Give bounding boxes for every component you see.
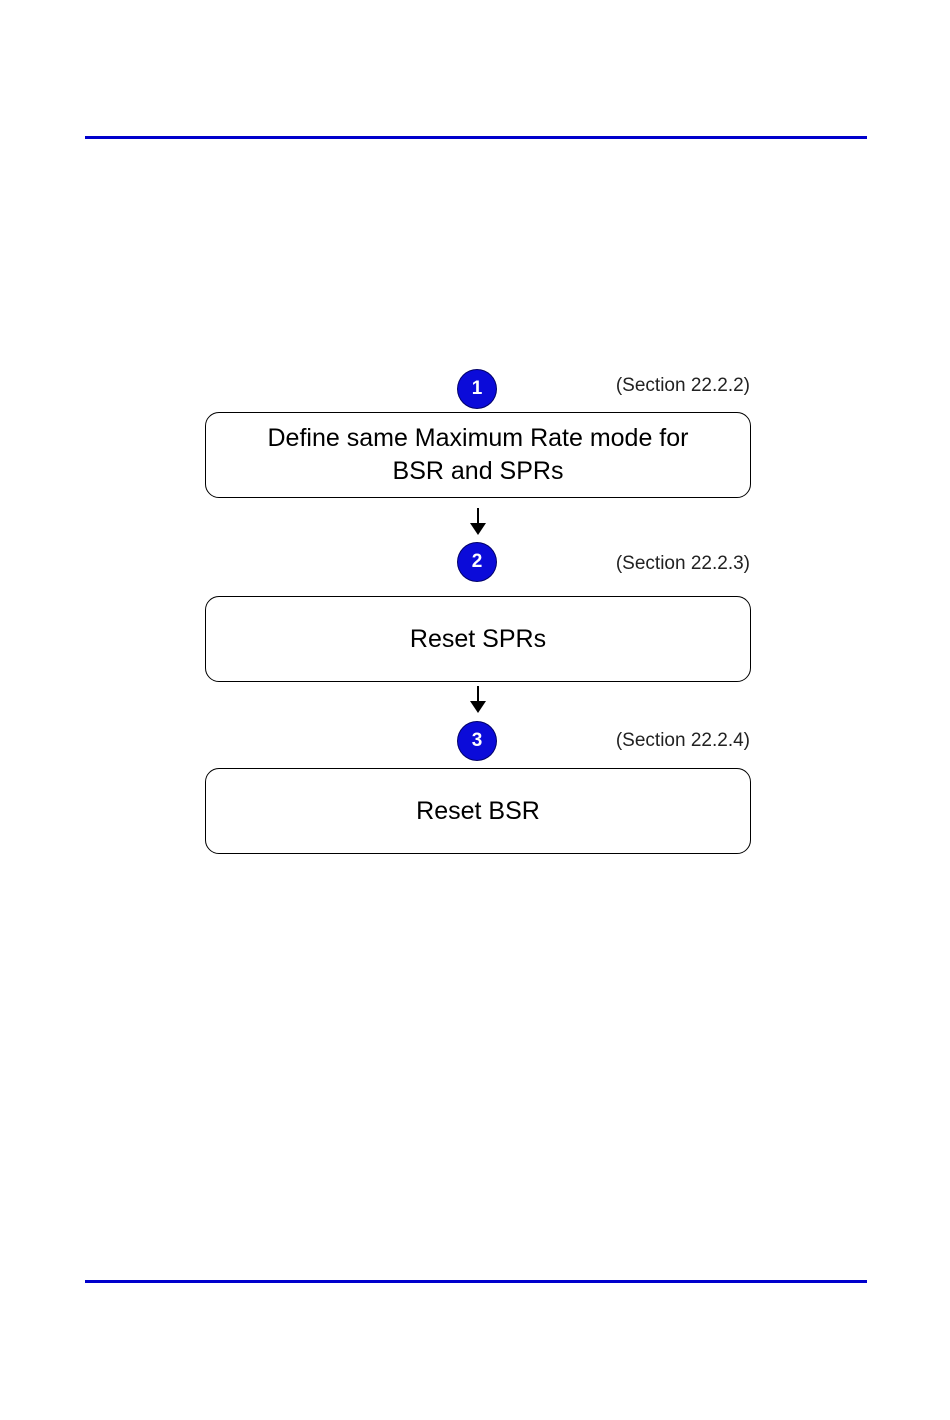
step-3-number: 3	[472, 730, 483, 752]
step-3-number-badge: 3	[458, 722, 496, 760]
step-2-box: Reset SPRs	[205, 596, 751, 682]
connector-2-3	[477, 686, 479, 702]
step-1-label: Define same Maximum Rate mode for BSR an…	[243, 422, 713, 488]
step-2-section-reference: (Section 22.2.3)	[590, 553, 750, 575]
connector-1-2	[477, 508, 479, 524]
step-1-number: 1	[472, 378, 483, 400]
step-2-label: Reset SPRs	[410, 623, 546, 656]
footer-rule	[85, 1280, 867, 1283]
arrow-down-icon	[470, 523, 486, 535]
step-2-number-badge: 2	[458, 543, 496, 581]
step-3-box: Reset BSR	[205, 768, 751, 854]
step-2-number: 2	[472, 551, 483, 573]
step-1-box: Define same Maximum Rate mode for BSR an…	[205, 412, 751, 498]
step-3-section-reference: (Section 22.2.4)	[590, 730, 750, 752]
step-1-number-badge: 1	[458, 370, 496, 408]
step-3-label: Reset BSR	[416, 795, 540, 828]
step-1-section-reference: (Section 22.2.2)	[590, 375, 750, 397]
arrow-down-icon	[470, 701, 486, 713]
